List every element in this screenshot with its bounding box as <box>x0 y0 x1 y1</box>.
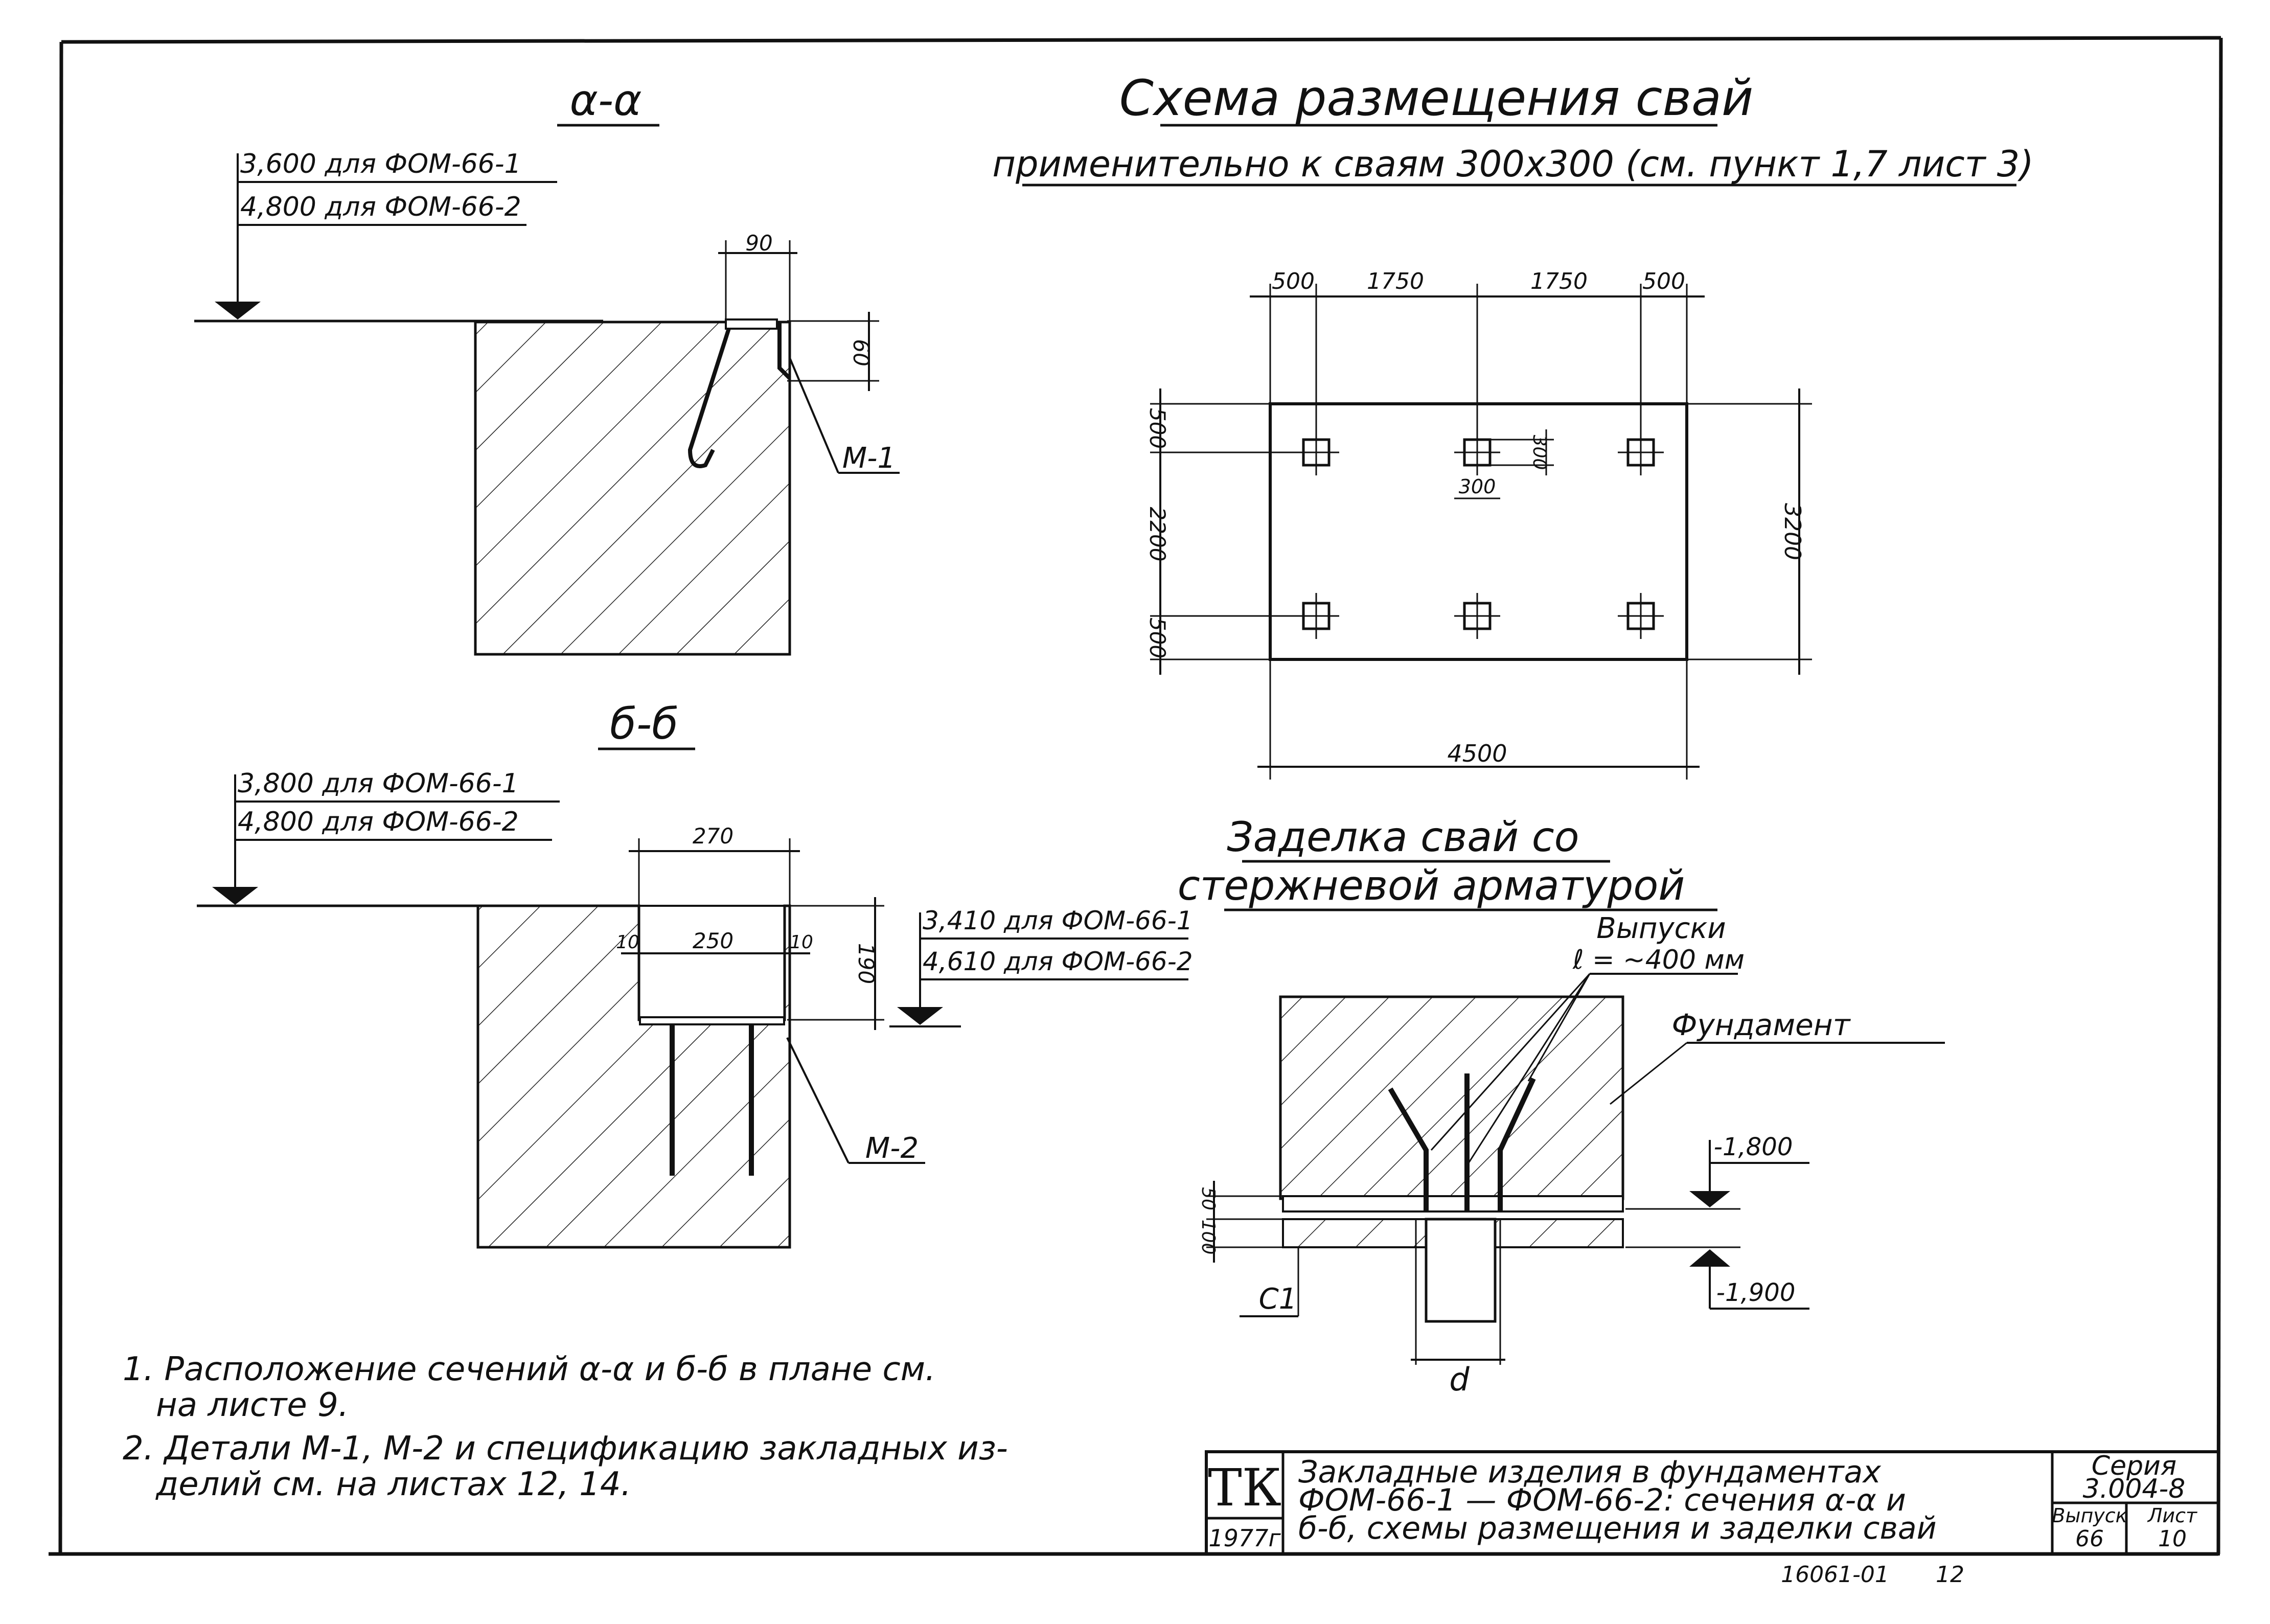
pile <box>1293 593 1339 639</box>
dim-top-1750-right: 1750 <box>1530 268 1588 294</box>
level-marker <box>897 1007 943 1025</box>
section-aa: α-α 3,600 для ФОМ-66-1 4,800 для ФОМ-66-… <box>194 75 900 656</box>
pile-row-top <box>1293 429 1664 475</box>
note-line: 1. Расположение сечений α-α и б-б в план… <box>123 1351 935 1388</box>
dim-250: 250 <box>693 928 733 953</box>
dim-90: 90 <box>745 231 772 256</box>
dim-total-4500: 4500 <box>1447 740 1507 767</box>
foundation-outline <box>1269 402 1688 661</box>
pile-layout-scheme: Схема размещения свай применительно к св… <box>992 70 2034 780</box>
drawing-code: 16061-01 <box>1781 1562 1889 1588</box>
pile-embedment: Заделка свай со стержневой арматурой Вып… <box>1178 813 1945 1398</box>
series-value: 3.004-8 <box>2083 1474 2186 1504</box>
dim-60: 60 <box>849 339 874 366</box>
level-marker <box>215 302 261 319</box>
section-bb-bottom-level-1: 3,410 для ФОМ-66-1 <box>923 906 1193 935</box>
section-bb-title: б-б <box>610 699 678 749</box>
dim-top-1750-left: 1750 <box>1367 268 1424 294</box>
issue-value: 66 <box>2075 1526 2104 1552</box>
dim-10-right: 10 <box>790 932 813 953</box>
pile-scheme-title: Схема размещения свай <box>1119 70 1753 127</box>
dim-top-500-right: 500 <box>1642 268 1685 294</box>
dim-left-500-bottom: 500 <box>1145 617 1170 658</box>
level-marker <box>1689 1191 1730 1207</box>
page-number: 12 <box>1936 1562 1964 1588</box>
title-block: ТК 1977г Закладные изделия в фундаментах… <box>1205 1450 2220 1556</box>
dim-pile-300-v: 300 <box>1529 435 1550 470</box>
embedment-title-2: стержневой арматурой <box>1178 862 1685 909</box>
series-label: Серия <box>2092 1451 2176 1481</box>
level-minus-1800: -1,800 <box>1714 1133 1793 1161</box>
note-line: 2. Детали М-1, М-2 и спецификацию заклад… <box>123 1430 1008 1468</box>
pile <box>1293 429 1339 475</box>
section-bb-level-2: 4,800 для ФОМ-66-2 <box>238 807 519 837</box>
part-m1-label: М-1 <box>842 442 896 475</box>
dim-pile-300-h: 300 <box>1459 475 1496 498</box>
dim-left-2200: 2200 <box>1145 507 1170 562</box>
section-aa-title: α-α <box>569 75 641 125</box>
sheet-value: 10 <box>2158 1526 2187 1552</box>
footer: 16061-01 12 <box>1781 1562 1964 1588</box>
embedment-title-1: Заделка свай со <box>1227 813 1579 861</box>
dim-50: 50 <box>1198 1187 1219 1210</box>
pile-scheme-subtitle: применительно к сваям 300x300 (см. пункт… <box>992 143 2033 185</box>
dim-total-3200: 3200 <box>1779 503 1805 560</box>
dim-left-500-top: 500 <box>1145 408 1170 449</box>
part-m2-label: М-2 <box>865 1132 919 1165</box>
issue-label: Выпуск <box>2052 1504 2127 1527</box>
dim-190: 190 <box>854 943 879 984</box>
sheet-description-1: Закладные изделия в фундаментах <box>1298 1454 1881 1490</box>
level-marker-up <box>1689 1249 1730 1267</box>
outlets-length: ℓ = ~400 мм <box>1572 945 1745 975</box>
section-bb: б-б 3,800 для ФОМ-66-1 4,800 для ФОМ-66-… <box>197 699 1193 1249</box>
foundation-label: Фундамент <box>1672 1008 1851 1042</box>
sheet-description-3: б-б, схемы размещения и заделки свай <box>1298 1511 1937 1546</box>
pile-size-d: d <box>1449 1361 1470 1398</box>
sheet-label: Лист <box>2147 1504 2198 1527</box>
dim-10-left: 10 <box>616 932 639 953</box>
pile <box>1454 593 1500 639</box>
level-marker <box>212 887 258 905</box>
section-bb-bottom-level-2: 4,610 для ФОМ-66-2 <box>923 947 1193 976</box>
section-aa-level-2: 4,800 для ФОМ-66-2 <box>240 192 521 222</box>
notes: 1. Расположение сечений α-α и б-б в план… <box>123 1351 1008 1503</box>
org-logo: ТК <box>1208 1458 1281 1518</box>
outlets-label: Выпуски <box>1596 912 1726 945</box>
dim-270: 270 <box>693 824 733 849</box>
dim-100: 100 <box>1198 1220 1219 1255</box>
pile-row-bottom <box>1293 593 1664 639</box>
section-aa-level-1: 3,600 для ФОМ-66-1 <box>240 149 521 179</box>
c1-label: С1 <box>1259 1283 1297 1316</box>
dim-top-500-left: 500 <box>1272 268 1315 294</box>
section-bb-level-1: 3,800 для ФОМ-66-1 <box>238 768 519 799</box>
year: 1977г <box>1208 1524 1281 1552</box>
pile <box>1454 429 1500 475</box>
pile <box>1618 593 1664 639</box>
note-line: на листе 9. <box>156 1386 349 1424</box>
level-minus-1900: -1,900 <box>1716 1278 1796 1307</box>
note-line: делий см. на листах 12, 14. <box>155 1466 631 1503</box>
sheet-description-2: ФОМ-66-1 — ФОМ-66-2: сечения α-α и <box>1298 1482 1906 1518</box>
pile <box>1618 429 1664 475</box>
